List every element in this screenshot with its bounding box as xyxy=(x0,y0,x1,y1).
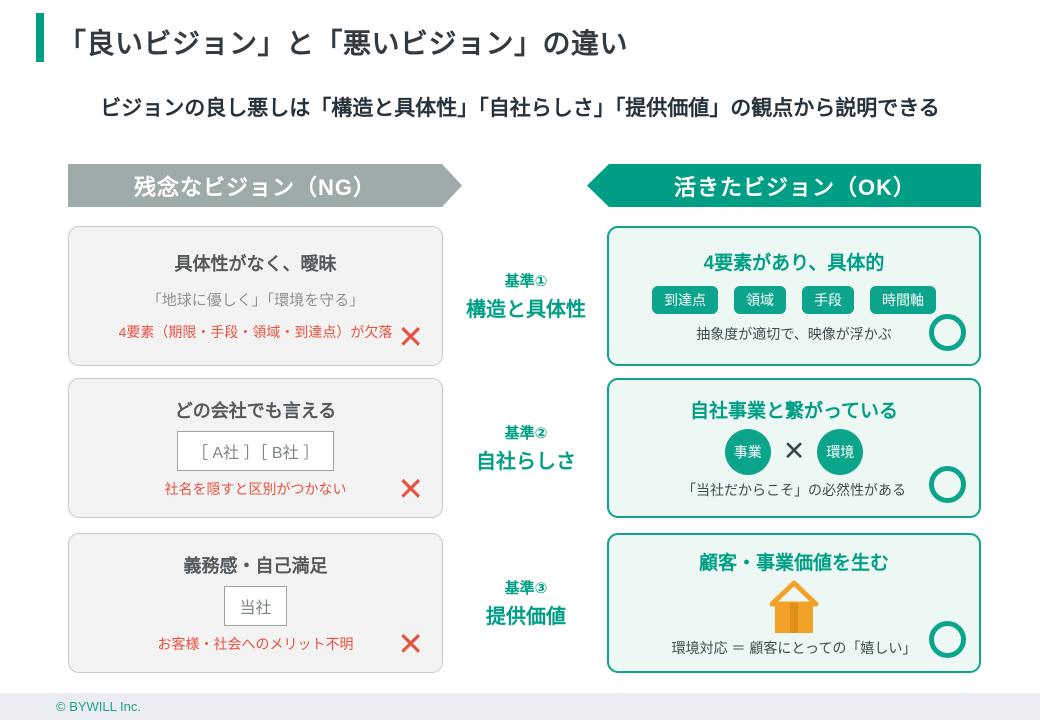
criterion-2-number: 基準② xyxy=(504,425,548,442)
ok-card-1-title: 4要素があり、具体的 xyxy=(703,253,885,275)
ok-card-2-note: 「当社だからこそ」の必然性がある xyxy=(682,482,906,499)
ng-card-3-example-box: 当社 xyxy=(224,586,287,626)
criterion-3: 基準③ 提供価値 xyxy=(452,533,600,673)
x-mark-icon: ✕ xyxy=(397,319,424,355)
criterion-3-label: 提供価値 xyxy=(486,606,566,628)
ng-card-3-problem: お客様・社会へのメリット不明 xyxy=(157,636,354,652)
badge-goal: 到達点 xyxy=(652,285,718,314)
banner-ng: 残念なビジョン（NG） xyxy=(68,164,462,207)
ok-card-2: 自社事業と繋がっている 事業 ✕ 環境 「当社だからこそ」の必然性がある xyxy=(607,378,981,518)
criterion-2: 基準② 自社らしさ xyxy=(452,378,600,518)
subtitle: ビジョンの良し悪しは「構造と具体性」「自社らしさ」「提供価値」の観点から説明でき… xyxy=(100,97,940,120)
circle-ok-icon xyxy=(929,314,966,351)
footer: © BYWILL Inc. xyxy=(0,693,1040,720)
ok-card-1-badges: 到達点 領域 手段 時間軸 xyxy=(652,285,936,314)
ok-card-3-title: 顧客・事業価値を生む xyxy=(698,553,889,575)
multiply-icon: ✕ xyxy=(782,436,806,466)
title-accent-bar xyxy=(36,13,44,62)
x-mark-icon: ✕ xyxy=(397,471,424,507)
ng-card-2-example-box: ［ A社 ］［ B社 ］ xyxy=(176,431,335,471)
ng-card-2-title: どの会社でも言える xyxy=(174,401,337,421)
ng-card-1: 具体性がなく、曖昧 「地球に優しく」「環境を守る」 4要素（期限・手段・領域・到… xyxy=(68,226,443,366)
ng-card-3-title: 義務感・自己満足 xyxy=(183,556,328,576)
house-icon xyxy=(767,579,821,635)
business-circle: 事業 xyxy=(724,428,771,475)
badge-means: 手段 xyxy=(802,285,854,314)
ng-card-1-title: 具体性がなく、曖昧 xyxy=(174,253,337,274)
circle-ok-icon xyxy=(929,466,966,503)
ng-card-1-problem: 4要素（期限・手段・領域・到達点）が欠落 xyxy=(118,324,393,341)
x-mark-icon: ✕ xyxy=(397,626,424,662)
ng-card-2-problem: 社名を隠すと区別がつかない xyxy=(164,481,347,497)
badge-timeline: 時間軸 xyxy=(870,285,936,314)
ok-card-1: 4要素があり、具体的 到達点 領域 手段 時間軸 抽象度が適切で、映像が浮かぶ xyxy=(607,226,981,366)
ng-card-2: どの会社でも言える ［ A社 ］［ B社 ］ 社名を隠すと区別がつかない ✕ xyxy=(68,378,443,518)
ng-card-3: 義務感・自己満足 当社 お客様・社会へのメリット不明 ✕ xyxy=(68,533,443,673)
criterion-2-label: 自社らしさ xyxy=(476,451,576,473)
ok-card-3: 顧客・事業価値を生む 環境対応 ＝ 顧客にとっての「嬉しい」 xyxy=(607,533,981,673)
criterion-1: 基準① 構造と具体性 xyxy=(452,226,600,366)
ok-card-3-note: 環境対応 ＝ 顧客にとっての「嬉しい」 xyxy=(671,639,917,656)
copyright-text: © BYWILL Inc. xyxy=(56,699,141,714)
criterion-1-label: 構造と具体性 xyxy=(466,299,586,321)
banner-ok: 活きたビジョン（OK） xyxy=(587,164,981,207)
badge-domain: 領域 xyxy=(734,285,786,314)
criterion-1-number: 基準① xyxy=(504,273,548,290)
criterion-3-number: 基準③ xyxy=(504,580,548,597)
ok-card-2-circles: 事業 ✕ 環境 xyxy=(724,428,864,475)
ng-card-1-example: 「地球に優しく」「環境を守る」 xyxy=(146,291,365,309)
circle-ok-icon xyxy=(929,621,966,658)
ok-card-1-note: 抽象度が適切で、映像が浮かぶ xyxy=(696,325,892,342)
environment-circle: 環境 xyxy=(817,428,864,475)
page-title: 「良いビジョン」と「悪いビジョン」の違い xyxy=(58,28,629,59)
ok-card-2-title: 自社事業と繋がっている xyxy=(689,400,899,422)
